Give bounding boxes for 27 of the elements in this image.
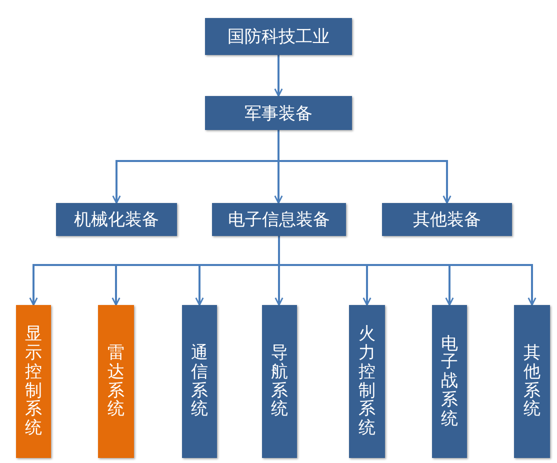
arrow (278, 236, 536, 306)
node-label: 电子战系统 (441, 334, 458, 428)
process-box (212, 203, 346, 236)
process-box (205, 96, 352, 130)
process-box (205, 18, 352, 55)
node-label: 电子信息装备 (228, 209, 330, 231)
node-label: 火力控制系统 (358, 325, 376, 438)
node-label: 国防科技工业 (228, 26, 330, 48)
process-box (349, 305, 385, 458)
node-label: 其他系统 (524, 344, 540, 419)
arrow (278, 130, 452, 204)
node-label: 雷达系统 (108, 344, 124, 419)
process-box (262, 305, 297, 458)
process-box (182, 305, 217, 458)
node-label: 通信系统 (191, 344, 208, 419)
process-box (514, 305, 550, 458)
node-label: 显示控制系统 (25, 325, 42, 438)
process-box (432, 305, 467, 458)
node-label: 其他装备 (413, 209, 481, 231)
node-label: 导航系统 (271, 344, 288, 419)
process-box (382, 203, 512, 236)
process-box (56, 203, 177, 236)
node-label: 军事装备 (244, 102, 312, 124)
arrow (274, 55, 283, 97)
process-box (98, 305, 134, 458)
node-label: 机械化装备 (74, 209, 159, 231)
process-box (16, 305, 51, 458)
